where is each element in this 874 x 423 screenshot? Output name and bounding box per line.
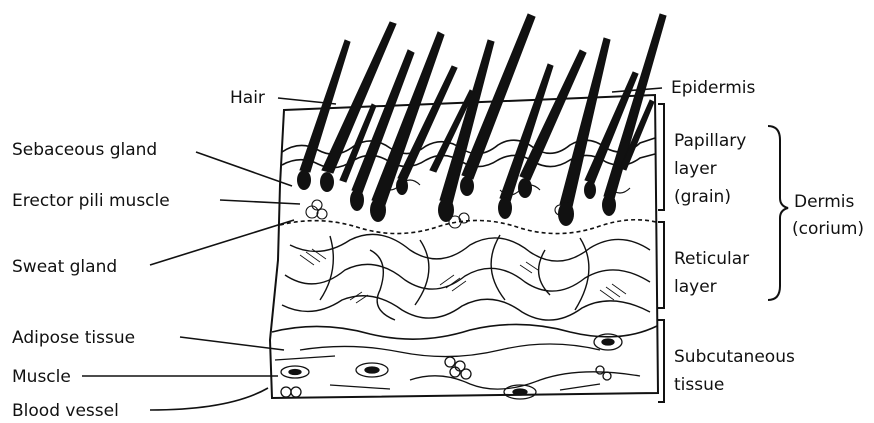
reticular-bracket (658, 222, 664, 308)
left-labels: Hair Sebaceous gland Erector pili muscle… (12, 88, 265, 421)
label-papillary-line-1: Papillary (674, 131, 746, 151)
blood-vessel-leader (150, 388, 268, 410)
label-subcutaneous-line-1: Subcutaneous (674, 347, 795, 367)
right-labels: Epidermis Papillary layer (grain) Reticu… (671, 78, 864, 395)
subcutaneous-detail (275, 334, 640, 399)
label-sweat-gland: Sweat gland (12, 257, 117, 277)
label-papillary-line-3: (grain) (674, 187, 731, 207)
label-subcutaneous-line-2: tissue (674, 375, 724, 395)
label-muscle: Muscle (12, 367, 71, 387)
reticular-hatching (300, 249, 626, 303)
label-reticular-line-1: Reticular (674, 249, 749, 269)
subcutaneous-boundary (272, 324, 657, 339)
label-reticular-line-2: layer (674, 277, 717, 297)
erector-pili-leader (220, 200, 300, 204)
label-dermis-line-1: Dermis (794, 192, 855, 212)
hair-shafts (300, 14, 666, 207)
label-erector-pili-muscle: Erector pili muscle (12, 191, 170, 211)
adipose-tissue-leader (180, 337, 284, 350)
label-papillary-line-2: layer (674, 159, 717, 179)
leader-lines (82, 88, 662, 410)
sebaceous-gland-leader (196, 152, 292, 186)
label-adipose-tissue: Adipose tissue (12, 328, 135, 348)
sweat-gland-leader (150, 220, 294, 265)
label-hair: Hair (230, 88, 265, 108)
label-blood-vessel: Blood vessel (12, 401, 119, 421)
label-dermis-line-2: (corium) (792, 219, 864, 239)
label-epidermis: Epidermis (671, 78, 755, 98)
dermis-brace (768, 126, 788, 300)
reticular-fibers (282, 234, 650, 320)
papillary-bracket (658, 104, 664, 210)
label-sebaceous-gland: Sebaceous gland (12, 140, 157, 160)
